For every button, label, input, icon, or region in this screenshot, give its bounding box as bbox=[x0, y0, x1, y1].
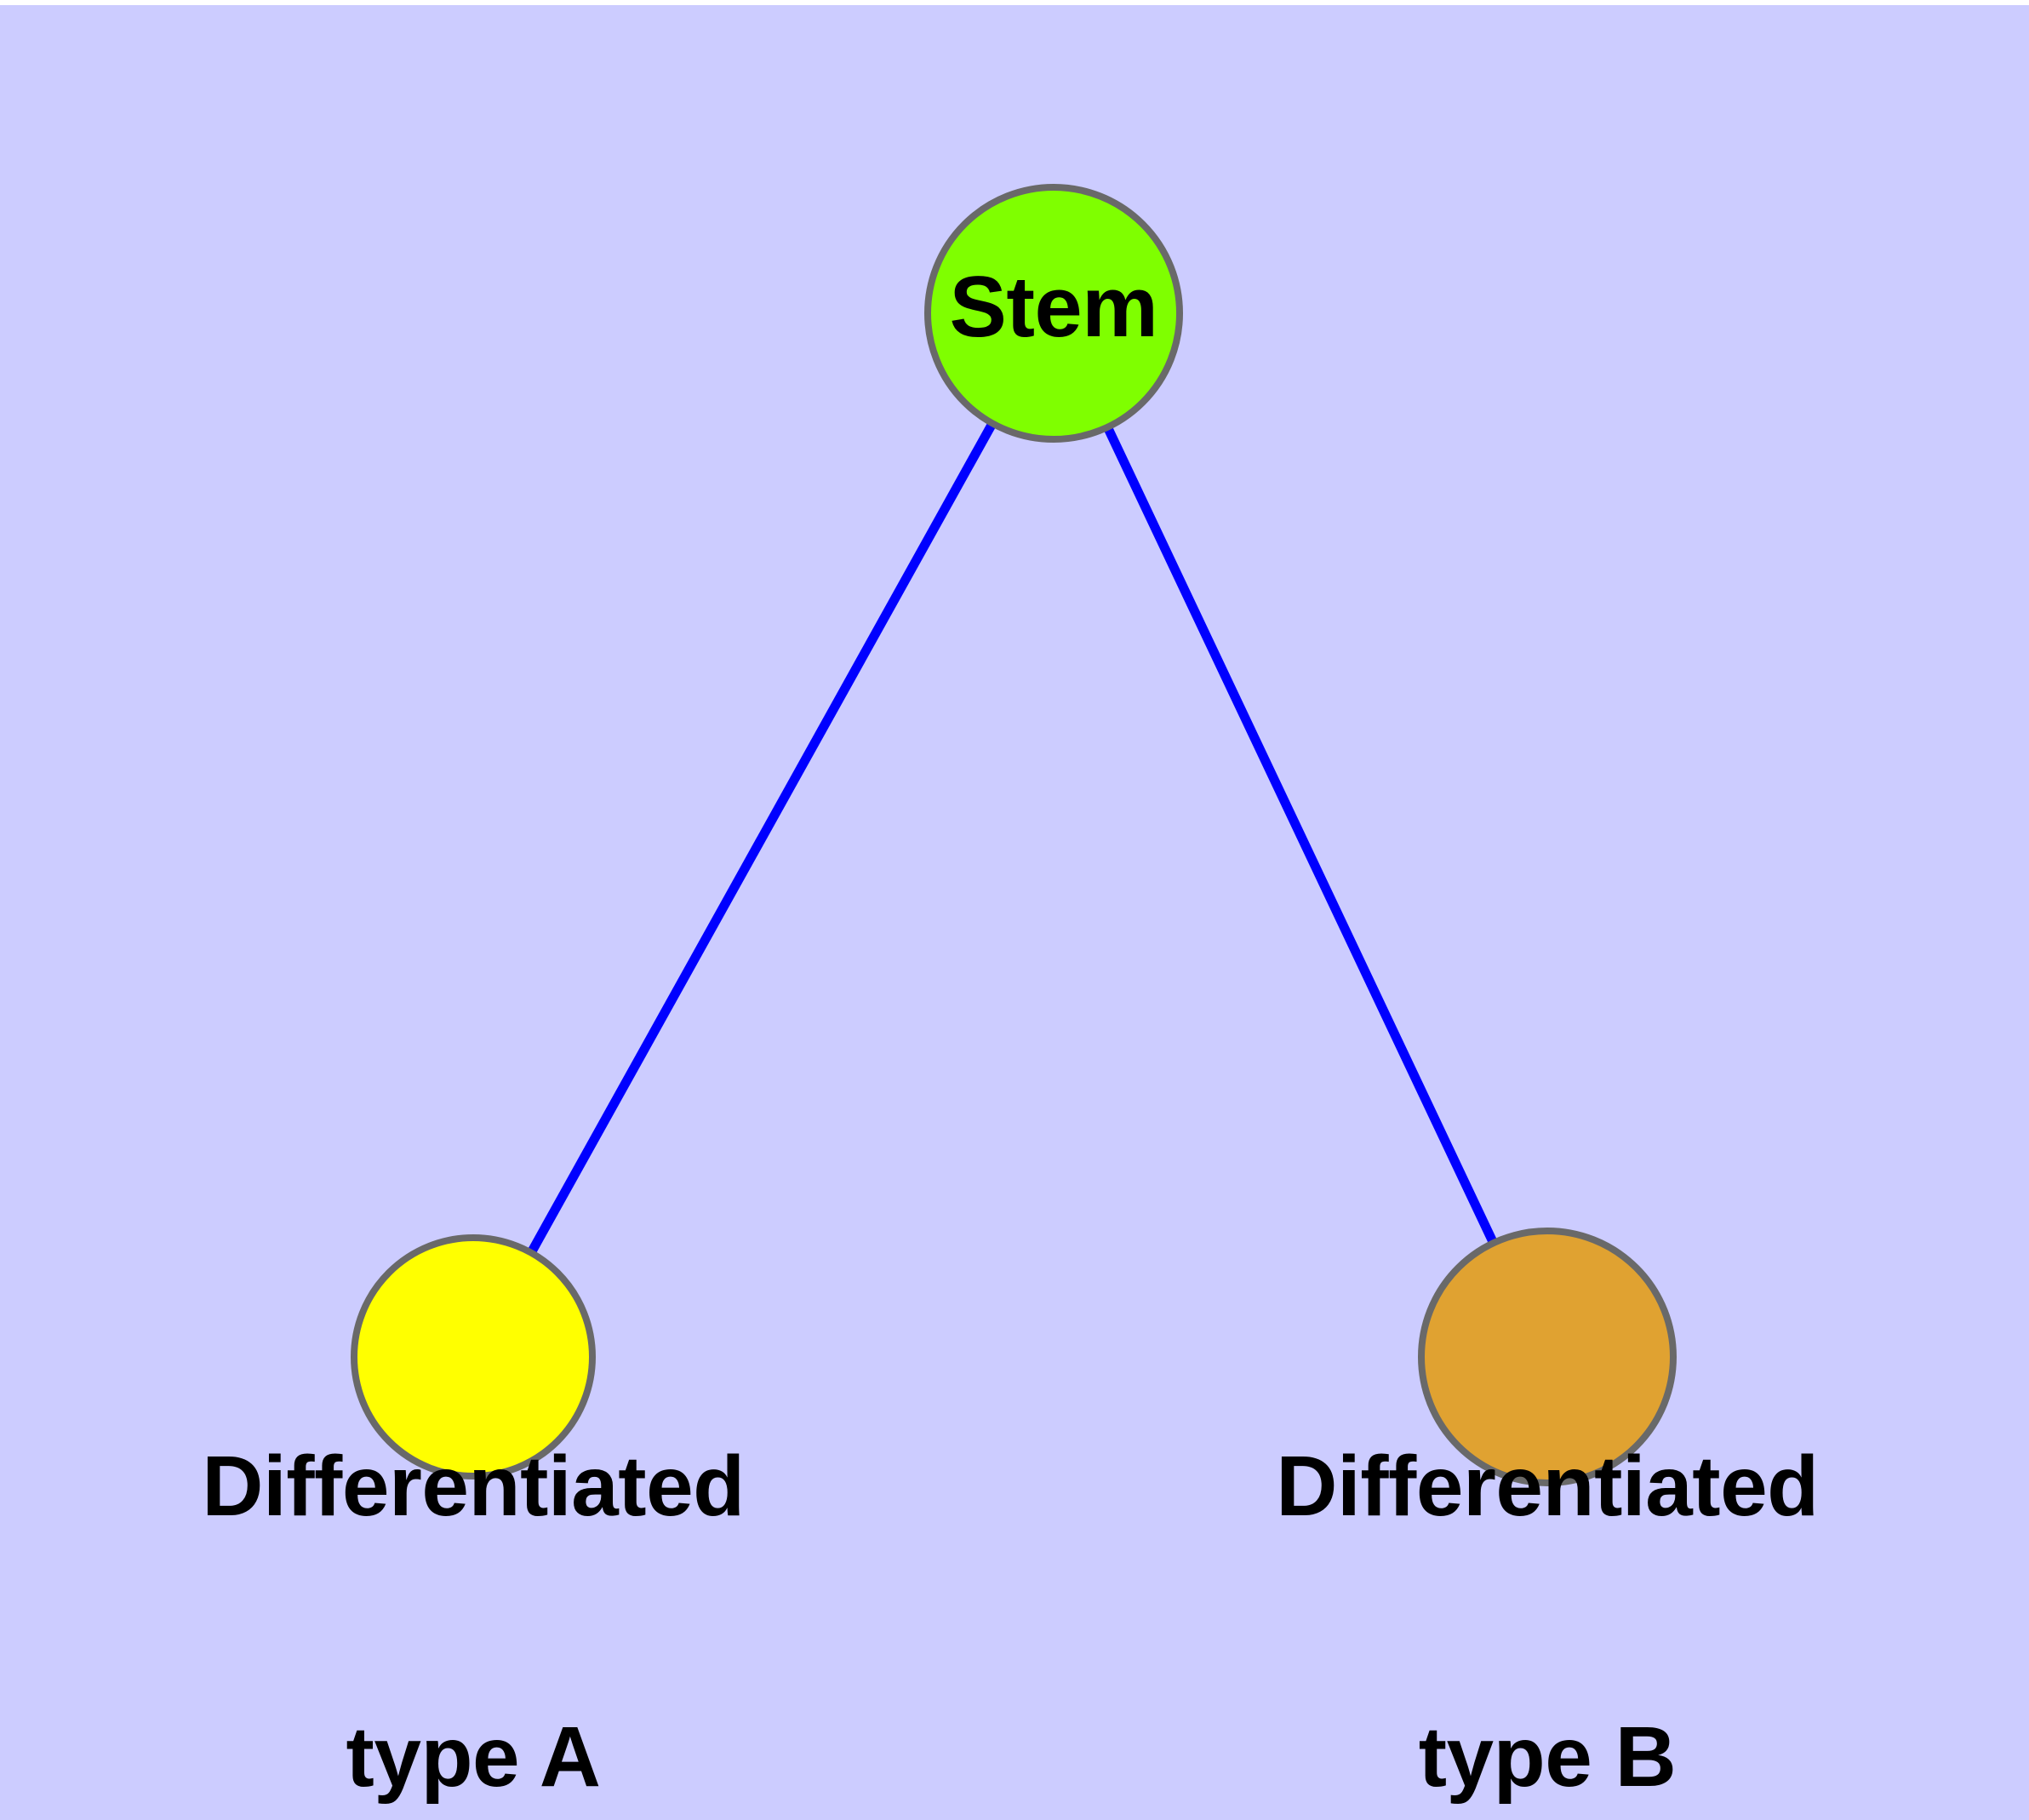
graph-svg bbox=[351, 184, 1677, 1486]
edge-stem-to-diff-a[interactable] bbox=[469, 311, 1058, 1359]
edge-stem-to-diff-b[interactable] bbox=[1049, 311, 1552, 1359]
diagram-plot-area: Stem Differentiated type A Differentiate… bbox=[0, 5, 2029, 1820]
node-layer bbox=[351, 184, 1677, 1486]
node-diff-a[interactable] bbox=[351, 1234, 596, 1479]
edge-layer bbox=[469, 311, 1552, 1359]
node-stem[interactable] bbox=[924, 184, 1183, 443]
node-diff-b[interactable] bbox=[1418, 1228, 1677, 1486]
